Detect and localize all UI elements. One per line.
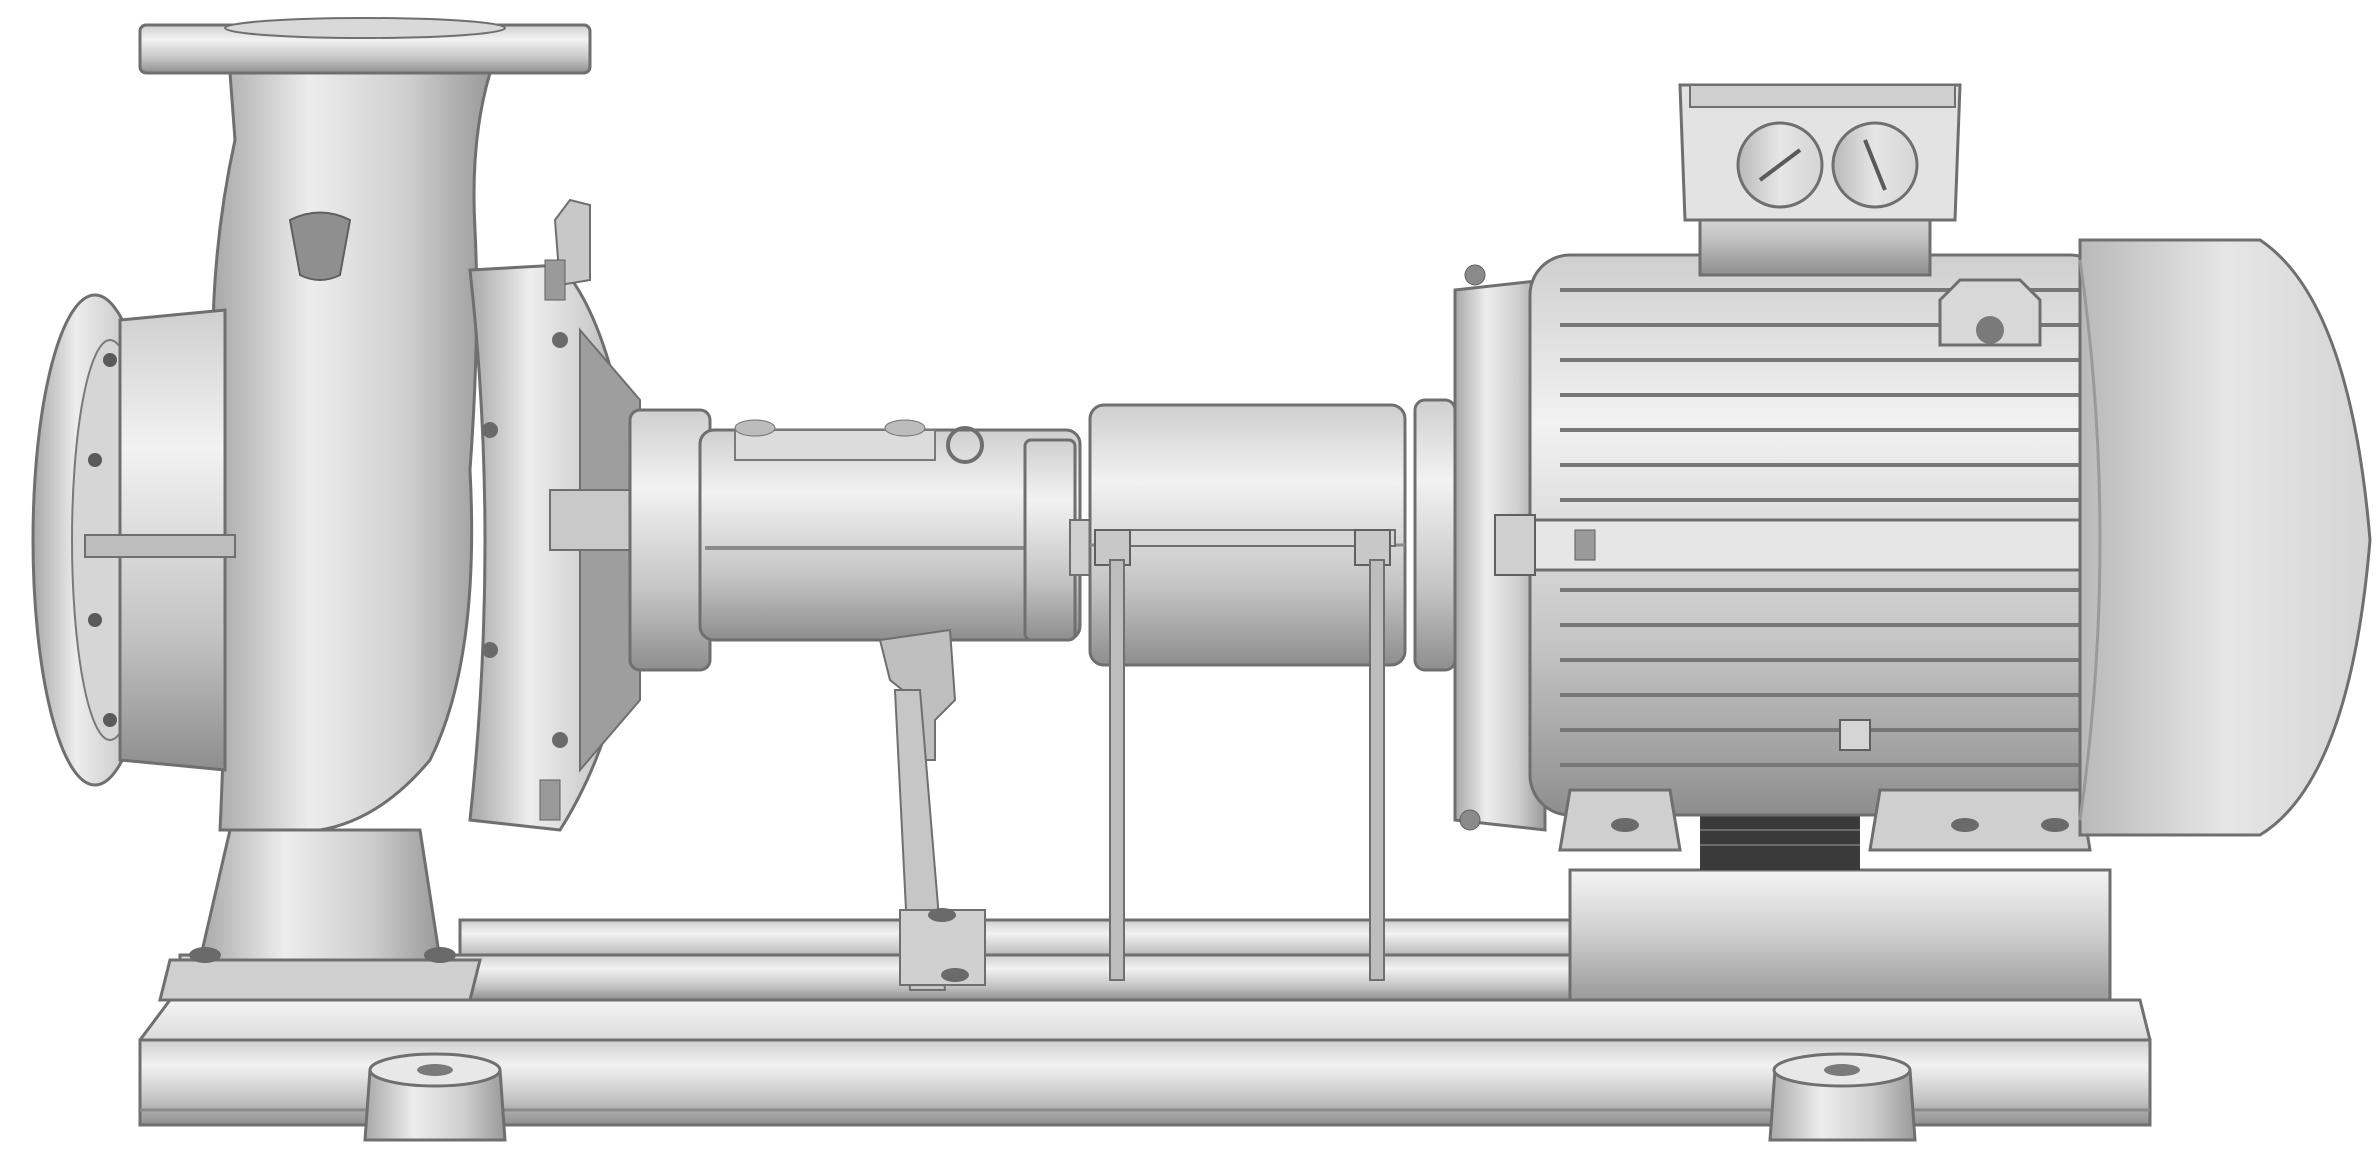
terminal-box: [1678, 83, 1962, 277]
suction-flange: [31, 293, 236, 787]
discharge-flange: [138, 17, 592, 75]
casing-cover: [468, 198, 642, 832]
cooling-fins: [1560, 288, 2100, 767]
bearing-housing: [628, 408, 1082, 991]
pump-volute-casing: [158, 71, 493, 1002]
coupling-guard: [1088, 403, 1407, 981]
electric-motor: [1494, 253, 2112, 852]
mounting-foot-left: [363, 1052, 507, 1142]
motor-pedestal: [1568, 790, 2112, 1002]
cable-gland-right: [1831, 121, 1919, 209]
cable-gland-left: [1736, 121, 1824, 209]
mounting-foot-right: [1768, 1052, 1917, 1142]
fan-cover: [2078, 238, 2372, 837]
